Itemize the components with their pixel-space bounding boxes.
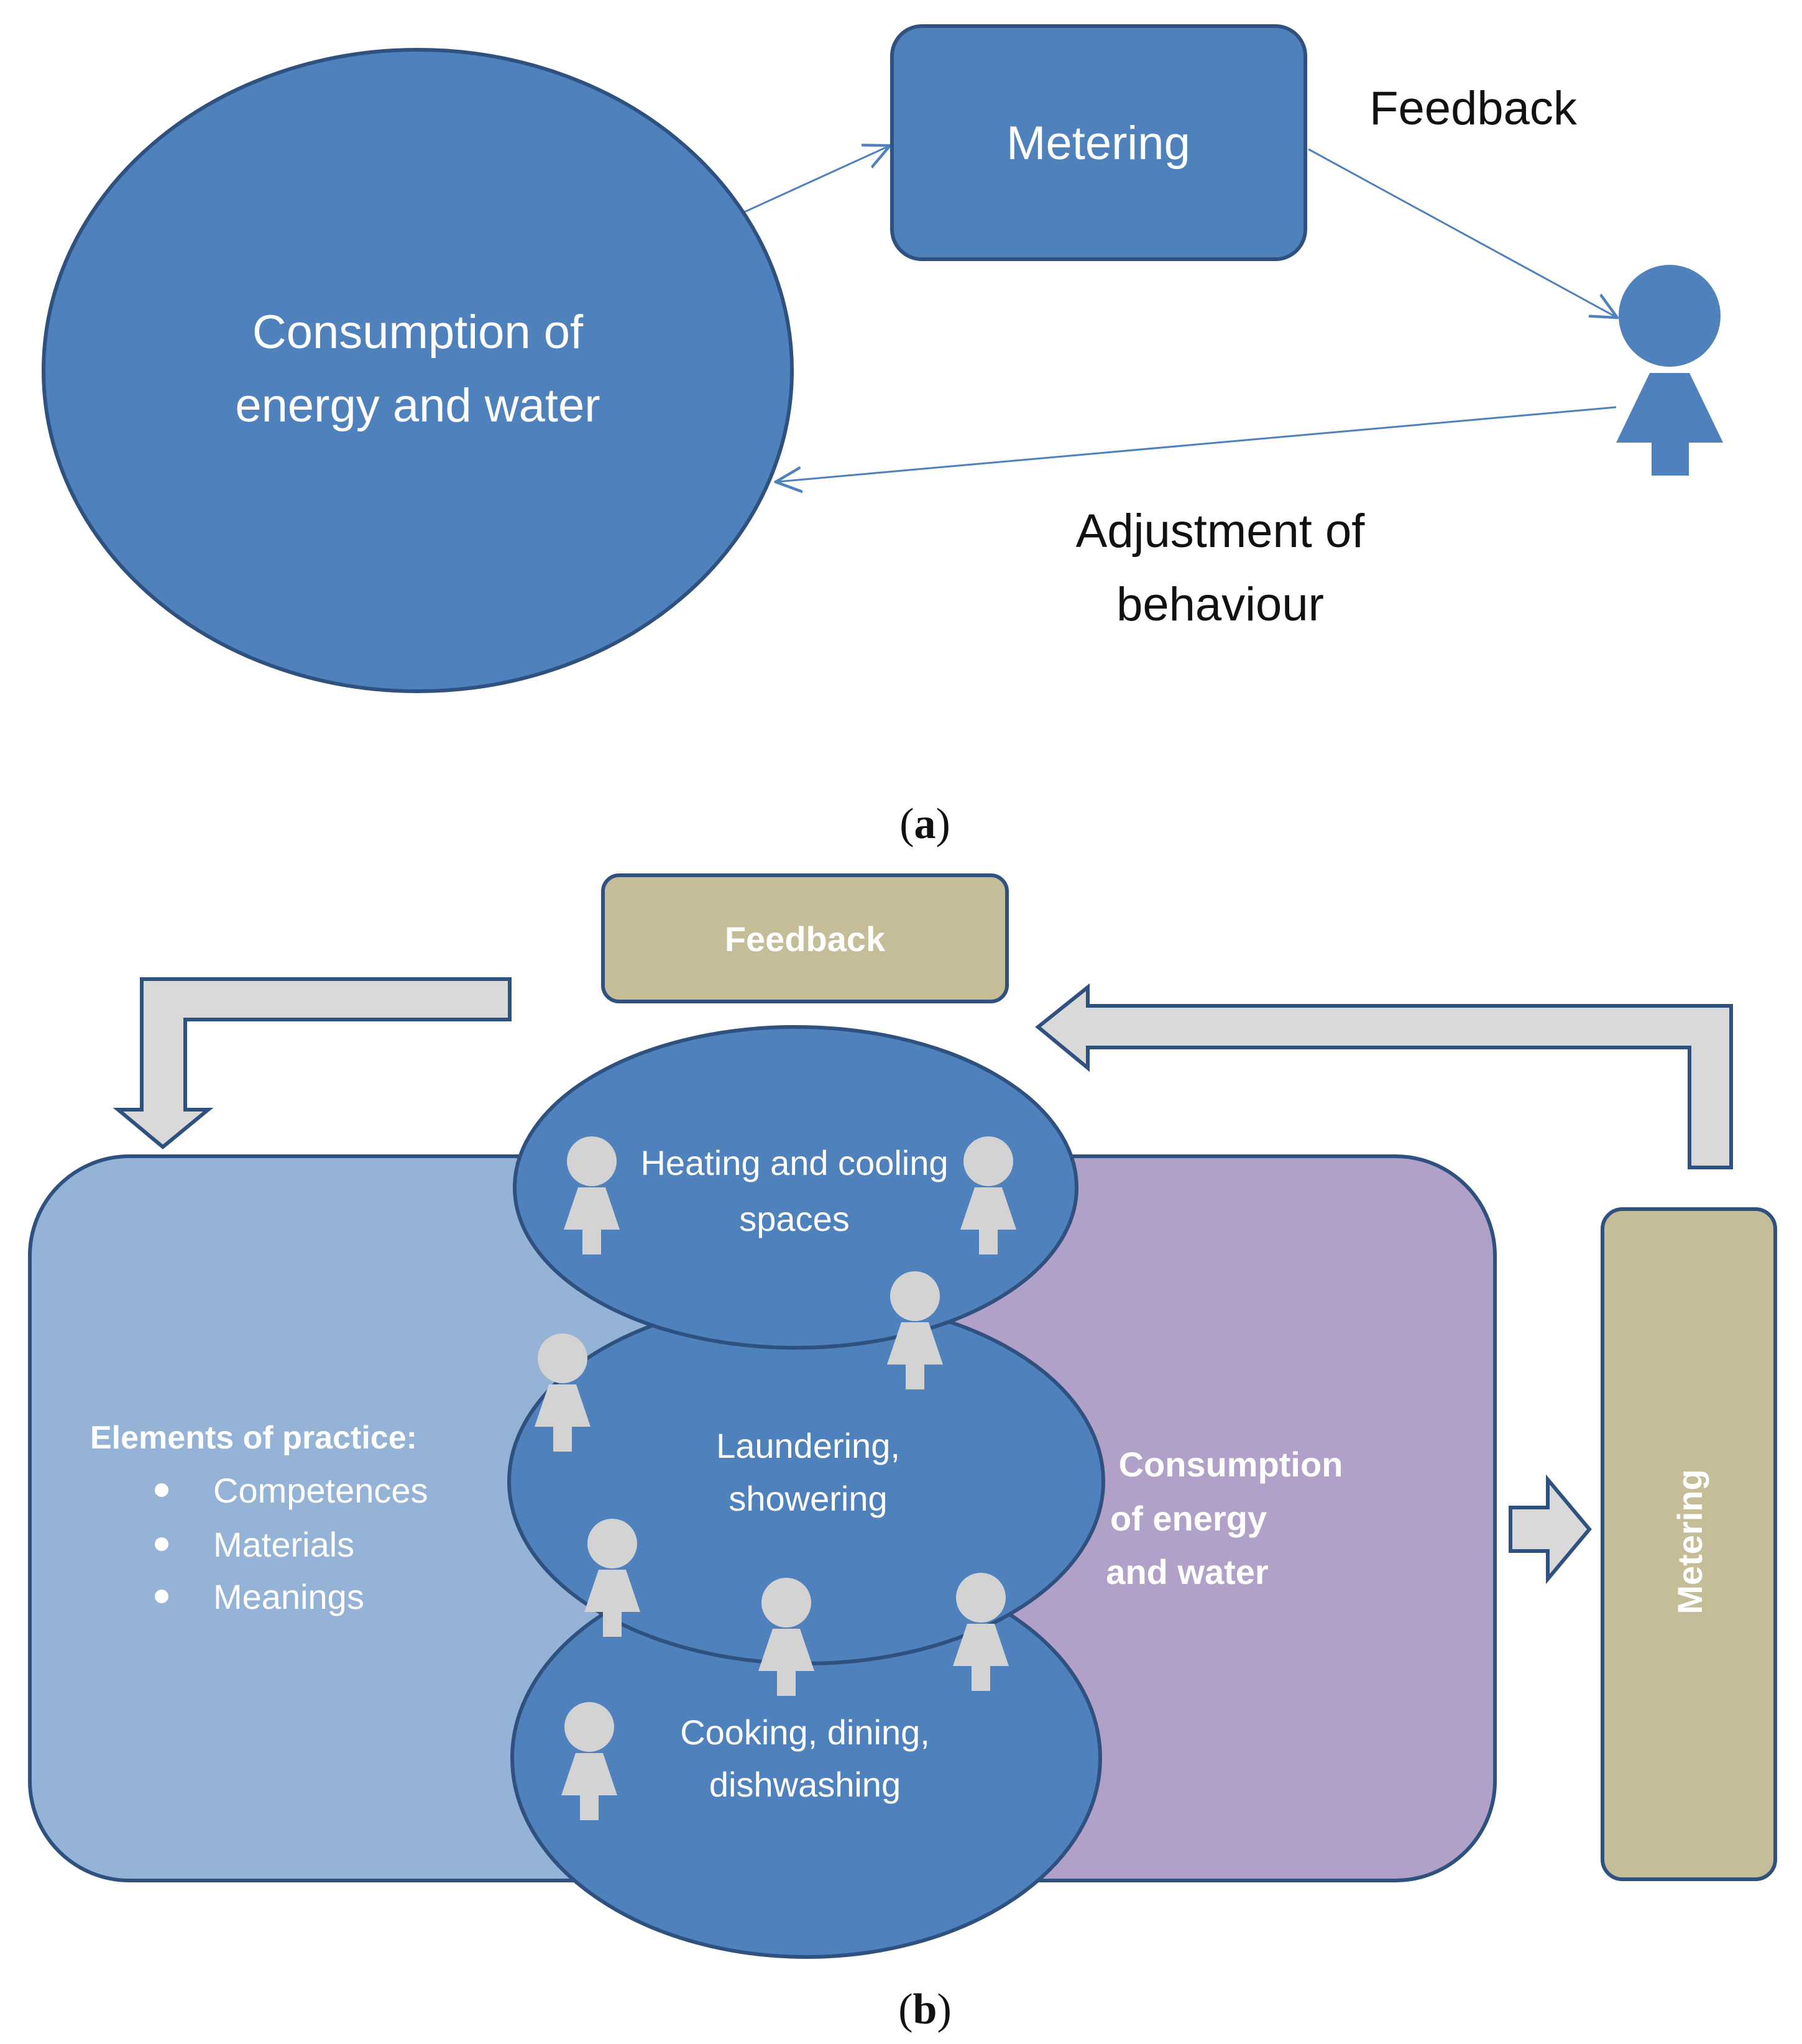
metering-label-b: Metering [1670,1469,1709,1614]
person-icon [758,1578,814,1696]
element-item: Materials [213,1525,354,1564]
adjustment-label-line2: behaviour [1116,578,1324,631]
person-icon [953,1573,1009,1691]
panel-b: Feedback Metering Elements of practice: … [28,873,1777,2033]
practice-label-laundering-line2: showering [729,1479,887,1518]
arrow-person-to-consumption [777,406,1617,482]
bullet-icon [155,1483,168,1497]
element-item: Meanings [213,1577,364,1616]
arrow-feedback-to-elements [113,977,512,1149]
bullet-icon [155,1537,168,1551]
elements-title: Elements of practice: [90,1420,417,1456]
metering-box-a [890,24,1307,261]
adjustment-label-line1: Adjustment of [1076,505,1366,558]
practice-label-laundering-line1: Laundering, [716,1426,900,1465]
person-icon [561,1702,617,1820]
practice-label-cooking-line1: Cooking, dining, [680,1713,930,1752]
person-icon [960,1136,1016,1254]
person-icons [535,1136,1016,1820]
panel-a: Consumption of energy and water Metering… [42,24,1723,848]
practice-label-heating-line2: spaces [739,1199,849,1238]
person-icon [584,1519,640,1637]
arrow-consumption-to-metering-b [1509,1474,1592,1585]
person-icon [887,1271,943,1389]
metering-label-a: Metering [1006,117,1190,170]
consumption-label-b-line1: Consumption [1119,1445,1343,1484]
arrow-metering-to-person [1308,148,1616,317]
feedback-box-b [601,873,1009,1003]
practice-label-heating-line1: Heating and cooling [640,1143,948,1182]
consumption-label-a-line1: Consumption of [252,306,584,359]
metering-box-b [1601,1207,1777,1881]
elements-list: Competences Materials Meanings [155,1471,428,1616]
practice-ellipse-heating [513,1025,1078,1350]
practice-label-cooking-line2: dishwashing [709,1765,901,1804]
feedback-label-a: Feedback [1369,82,1578,135]
feedback-label-b: Feedback [725,919,886,959]
caption-b: (b) [898,1986,952,2033]
person-icon [1616,265,1723,476]
consumption-label-b-line3: and water [1106,1552,1268,1591]
consumption-label-a-line2: energy and water [235,379,600,432]
person-icon [564,1136,620,1254]
arrow-metering-to-feedback [1035,983,1733,1169]
bullet-icon [155,1590,168,1603]
element-item: Competences [213,1471,428,1510]
person-icon [535,1333,591,1452]
consumption-label-b-line2: of energy [1110,1499,1267,1538]
consumption-ellipse-a [42,48,794,693]
caption-a: (a) [899,800,950,848]
